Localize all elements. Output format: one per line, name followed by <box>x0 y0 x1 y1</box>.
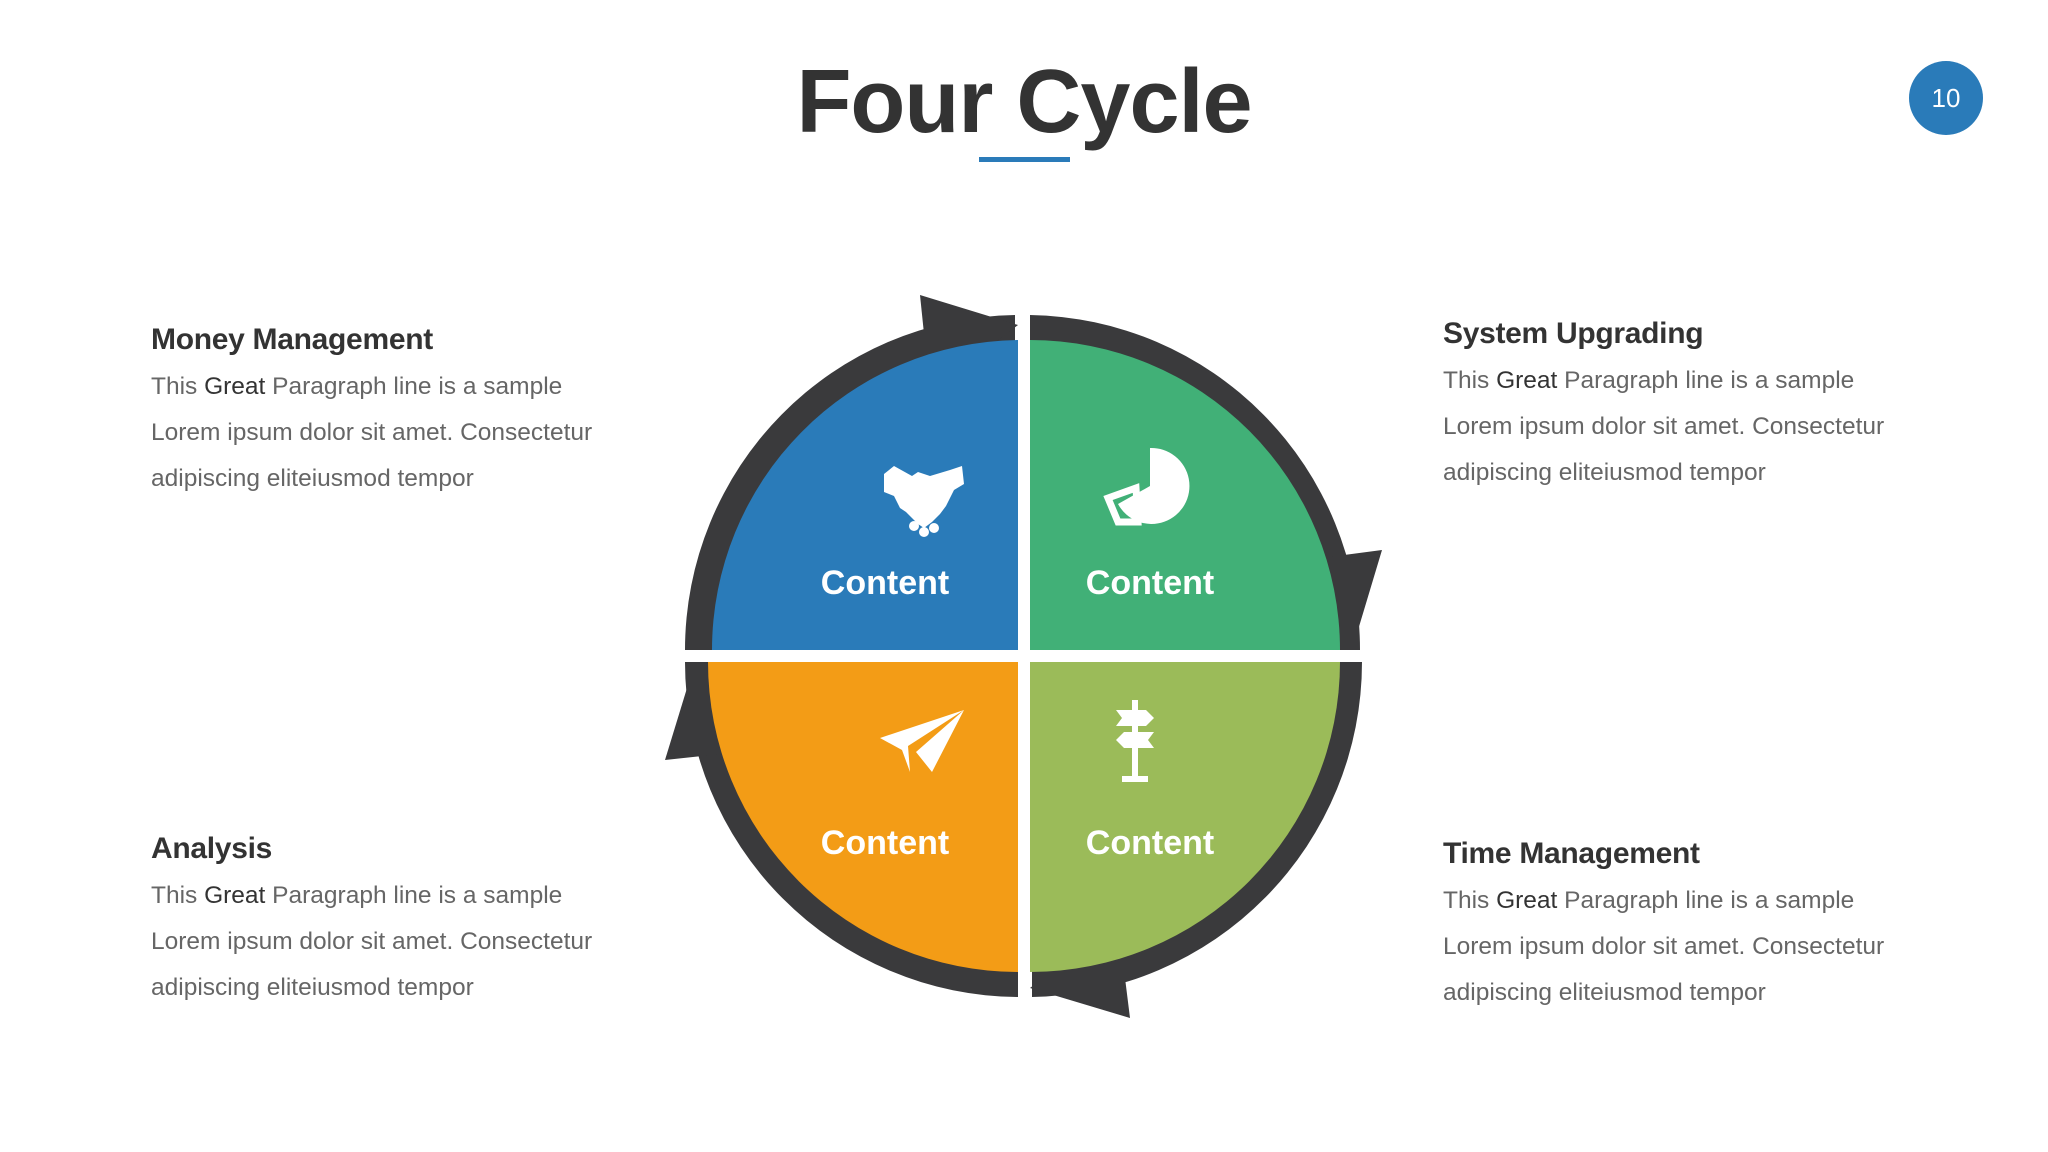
paper-plane-icon <box>880 710 964 772</box>
page-number-badge: 10 <box>1909 61 1983 135</box>
handshake-icon <box>884 466 964 537</box>
slide-title: Four Cycle <box>796 52 1252 152</box>
paragraph-line: Lorem ipsum dolor sit amet. Consectetur <box>151 419 593 446</box>
quadrant-label-top-right: Content <box>1086 564 1214 602</box>
quadrant-top-left <box>712 340 1018 650</box>
paragraph-line: adipiscing eliteiusmod tempor <box>1443 979 1766 1006</box>
quadrant-label-top-left: Content <box>821 564 949 602</box>
paragraph-line: Lorem ipsum dolor sit amet. Consectetur <box>1443 413 1885 440</box>
paragraph-line: This Great Paragraph line is a sample <box>1443 367 1855 394</box>
arrow-ring-top-right <box>1030 315 1360 650</box>
text-block-system-upgrading: System Upgrading This Great Paragraph li… <box>1443 314 1963 496</box>
quadrant-bottom-left <box>708 662 1018 972</box>
block-paragraph: This Great Paragraph line is a sample Lo… <box>151 873 671 1011</box>
quadrant-bottom-right <box>1030 662 1340 972</box>
paragraph-line: This Great Paragraph line is a sample <box>151 373 563 400</box>
arrow-ring-bottom-left <box>685 662 1018 997</box>
paragraph-line: adipiscing eliteiusmod tempor <box>1443 459 1766 486</box>
arrow-ring-bottom-right <box>1032 662 1362 997</box>
text-block-analysis: Analysis This Great Paragraph line is a … <box>151 829 671 1011</box>
paragraph-line: adipiscing eliteiusmod tempor <box>151 465 474 492</box>
paragraph-line: Lorem ipsum dolor sit amet. Consectetur <box>1443 933 1885 960</box>
block-paragraph: This Great Paragraph line is a sample Lo… <box>1443 358 1963 496</box>
paragraph-line: This Great Paragraph line is a sample <box>1443 887 1855 914</box>
paragraph-line: This Great Paragraph line is a sample <box>151 882 563 909</box>
block-heading: System Upgrading <box>1443 317 1704 350</box>
cycle-arrows <box>665 295 1382 1018</box>
quadrant-label-bottom-left: Content <box>821 824 949 862</box>
quadrant-label-bottom-right: Content <box>1086 824 1214 862</box>
paragraph-line: adipiscing eliteiusmod tempor <box>151 974 474 1001</box>
block-heading: Money Management <box>151 323 433 356</box>
block-heading: Analysis <box>151 832 272 865</box>
block-heading: Time Management <box>1443 837 1700 870</box>
paragraph-line: Lorem ipsum dolor sit amet. Consectetur <box>151 928 593 955</box>
four-cycle-diagram: Content Content Content Content <box>665 295 1382 1018</box>
text-block-time-management: Time Management This Great Paragraph lin… <box>1443 834 1963 1016</box>
arrow-ring-top-left <box>685 315 1015 650</box>
text-block-money-management: Money Management This Great Paragraph li… <box>151 320 671 502</box>
signpost-icon <box>1116 700 1154 782</box>
title-underline <box>979 157 1070 162</box>
block-paragraph: This Great Paragraph line is a sample Lo… <box>1443 878 1963 1016</box>
block-paragraph: This Great Paragraph line is a sample Lo… <box>151 364 671 502</box>
pie-chart-icon <box>1103 447 1190 526</box>
